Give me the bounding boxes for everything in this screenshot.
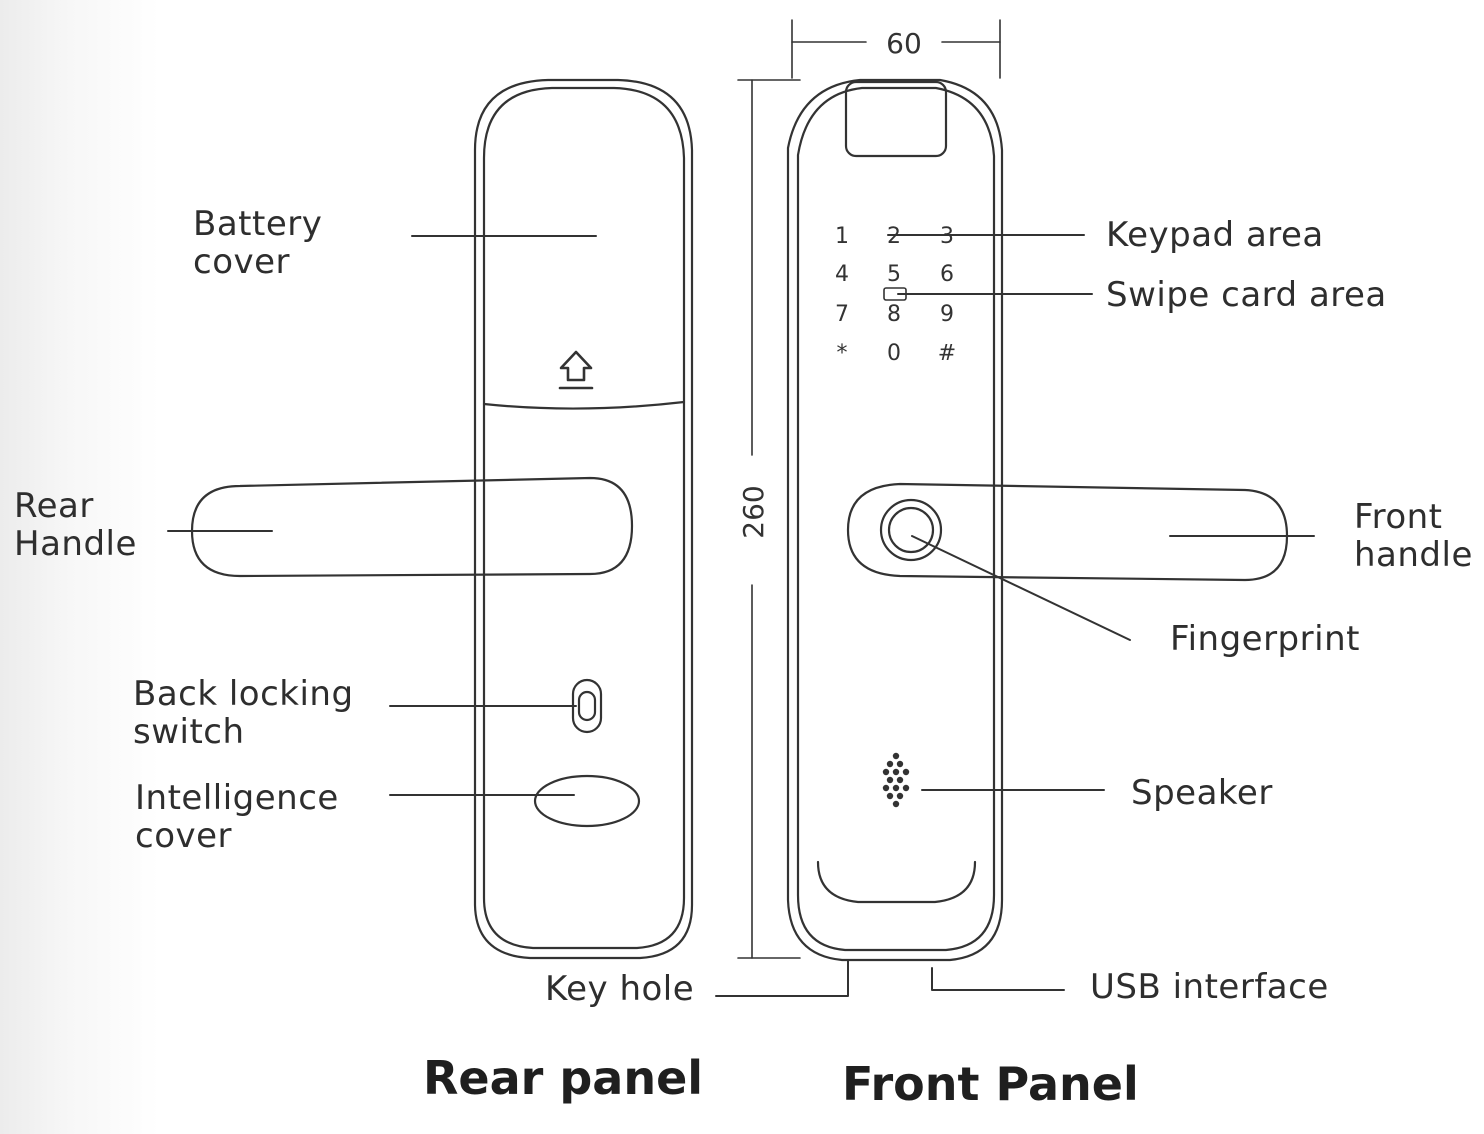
- front-handle: [846, 482, 1289, 582]
- label-line: switch: [133, 712, 245, 752]
- label-line: cover: [193, 242, 291, 282]
- keypad-key: 2: [887, 224, 901, 249]
- height-dimension-label: 260: [737, 485, 770, 538]
- rear-handle-label: Rear Handle: [14, 487, 137, 563]
- front-panel-body: [786, 78, 1004, 962]
- rear-handle: [190, 476, 634, 578]
- leader-fingerprint: [911, 535, 1131, 641]
- height-dimension: [737, 79, 801, 959]
- key-hole-label: Key hole: [545, 969, 695, 1009]
- front-handle-label: Front handle: [1354, 498, 1473, 574]
- up-arrow-icon: [558, 350, 594, 390]
- intelligence-cover: [533, 774, 641, 828]
- front-panel-title: Front Panel: [842, 1057, 1139, 1111]
- back-locking-switch-label: Back locking switch: [133, 675, 354, 751]
- keypad-key: 8: [887, 302, 901, 327]
- keypad-key: #: [938, 341, 956, 366]
- label-line: Handle: [14, 524, 137, 564]
- keypad-key: 1: [835, 224, 849, 249]
- keypad-area-label: Keypad area: [1106, 215, 1324, 255]
- leader-key-hole: [715, 959, 849, 997]
- fingerprint-label: Fingerprint: [1170, 619, 1360, 659]
- keypad-key: *: [837, 341, 848, 366]
- keypad-key: 3: [940, 224, 954, 249]
- rear-panel-body: [473, 78, 694, 960]
- label-line: handle: [1354, 535, 1473, 575]
- speaker-grille: [882, 752, 910, 808]
- keypad-key: 4: [835, 262, 849, 287]
- label-line: Battery: [193, 204, 323, 244]
- swipe-card-area-label: Swipe card area: [1106, 275, 1387, 315]
- label-line: Intelligence: [135, 778, 339, 818]
- camera-window: [844, 80, 948, 158]
- width-dimension-label: 60: [886, 27, 922, 60]
- battery-cover-label: Battery cover: [193, 205, 322, 281]
- label-line: Front: [1354, 497, 1443, 537]
- keypad-key: 6: [940, 262, 954, 287]
- speaker-label: Speaker: [1131, 773, 1273, 813]
- rear-panel-title: Rear panel: [423, 1051, 704, 1105]
- label-line: Rear: [14, 486, 94, 526]
- back-locking-switch: [571, 678, 603, 734]
- width-dimension: [791, 19, 1001, 79]
- keypad-key: 5: [887, 262, 901, 287]
- label-line: cover: [135, 816, 233, 856]
- label-line: Back locking: [133, 674, 354, 714]
- keypad-key: 9: [940, 302, 954, 327]
- keypad-key: 7: [835, 302, 849, 327]
- fingerprint-sensor: [879, 498, 943, 562]
- intelligence-cover-label: Intelligence cover: [135, 779, 339, 855]
- usb-interface-label: USB interface: [1090, 967, 1329, 1007]
- battery-cover-seam: [482, 400, 686, 410]
- keypad-key: 0: [887, 341, 901, 366]
- leader-usb-interface: [931, 967, 1065, 991]
